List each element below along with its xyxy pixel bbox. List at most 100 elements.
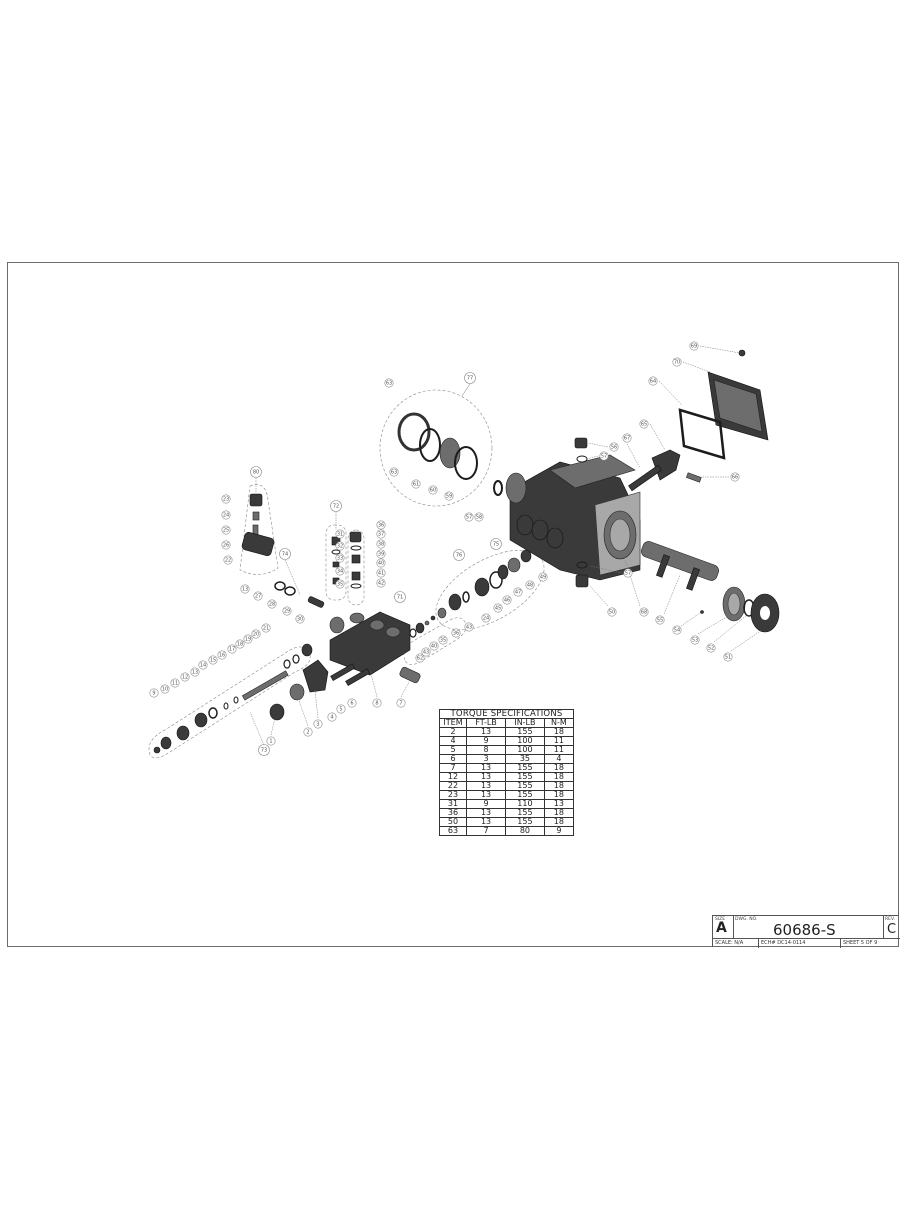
- callout-5: 5: [336, 704, 346, 714]
- svg-text:63: 63: [386, 380, 392, 386]
- callout-80: 80: [250, 466, 262, 478]
- svg-text:45: 45: [495, 605, 501, 611]
- svg-text:54: 54: [674, 627, 680, 633]
- svg-text:67: 67: [624, 435, 630, 441]
- scale-text: SCALE: N/A: [713, 939, 759, 948]
- svg-text:27: 27: [255, 593, 261, 599]
- svg-text:36: 36: [378, 522, 384, 528]
- svg-text:69: 69: [691, 343, 697, 349]
- callout-57: 57: [464, 512, 474, 522]
- callout-33: 33: [335, 553, 345, 563]
- callout-42: 42: [376, 578, 386, 588]
- svg-text:9: 9: [152, 690, 155, 696]
- svg-text:60: 60: [430, 487, 436, 493]
- svg-text:15: 15: [210, 657, 216, 663]
- callout-15: 15: [208, 655, 218, 665]
- crankcase: [509, 454, 641, 581]
- group-outline-80: [239, 484, 279, 575]
- svg-text:35: 35: [337, 581, 343, 587]
- svg-text:77: 77: [467, 375, 473, 381]
- callout-70: 70: [672, 357, 682, 367]
- svg-text:7: 7: [399, 700, 402, 706]
- rear-cover: [678, 349, 769, 460]
- svg-text:32: 32: [337, 543, 343, 549]
- svg-text:42: 42: [378, 580, 384, 586]
- callout-55: 55: [655, 615, 665, 625]
- svg-text:52: 52: [708, 645, 714, 651]
- callout-49: 49: [538, 572, 548, 582]
- callout-77: 77: [464, 372, 476, 384]
- svg-text:4: 4: [330, 714, 333, 720]
- callout-69: 69: [689, 341, 699, 351]
- svg-text:21: 21: [263, 625, 269, 631]
- callout-21: 21: [261, 623, 271, 633]
- cell: 9: [543, 826, 575, 836]
- callout-43: 43: [464, 622, 474, 632]
- svg-text:19: 19: [245, 636, 251, 642]
- callout-72: 72: [330, 500, 342, 512]
- callout-73: 73: [258, 744, 270, 756]
- callout-26: 26: [221, 540, 231, 550]
- callout-6: 6: [347, 698, 357, 708]
- callout-53: 53: [690, 635, 700, 645]
- callout-61: 61: [411, 479, 421, 489]
- callout-2: 2: [303, 727, 313, 737]
- callout-45: 45: [493, 603, 503, 613]
- callout-18: 18: [235, 639, 245, 649]
- callout-36: 36: [376, 520, 386, 530]
- bearing-56: [505, 472, 527, 504]
- group-outline-73: [148, 646, 311, 759]
- svg-text:39: 39: [378, 551, 384, 557]
- svg-text:20: 20: [253, 631, 259, 637]
- svg-text:57: 57: [466, 514, 472, 520]
- callout-63: 63: [389, 467, 399, 477]
- revision-value: C: [887, 922, 897, 937]
- callout-12: 12: [180, 672, 190, 682]
- callout-16: 16: [217, 650, 227, 660]
- svg-text:63: 63: [391, 469, 397, 475]
- svg-text:14: 14: [200, 662, 206, 668]
- svg-text:58: 58: [476, 514, 482, 520]
- callout-39: 39: [376, 549, 386, 559]
- callout-64: 64: [648, 376, 658, 386]
- svg-text:35: 35: [440, 637, 446, 643]
- callout-14: 14: [198, 660, 208, 670]
- svg-text:25: 25: [223, 527, 229, 533]
- dwg-no-label: DWG. NO.: [735, 917, 758, 922]
- title-block-footer: SCALE: N/A ECH# DC14-0114 SHEET 5 OF 9: [713, 938, 900, 949]
- callout-8: 8: [372, 698, 382, 708]
- callout-75: 75: [490, 538, 502, 550]
- rev-label: REV.: [885, 917, 895, 922]
- callout-4: 4: [327, 712, 337, 722]
- svg-text:70: 70: [674, 359, 680, 365]
- callout-11: 11: [170, 678, 180, 688]
- svg-text:16: 16: [219, 652, 225, 658]
- callout-58: 58: [474, 512, 484, 522]
- callout-17: 17: [227, 644, 237, 654]
- svg-text:24: 24: [223, 512, 229, 518]
- connecting-rod: [651, 449, 681, 481]
- callout-27: 27: [253, 591, 263, 601]
- ech-number: ECH# DC14-0114: [759, 939, 841, 948]
- svg-text:76: 76: [456, 552, 462, 558]
- callout-7: 7: [396, 698, 406, 708]
- svg-text:43: 43: [423, 649, 429, 655]
- svg-text:6: 6: [350, 700, 353, 706]
- svg-text:18: 18: [237, 641, 243, 647]
- svg-text:23: 23: [223, 496, 229, 502]
- callout-41: 41: [376, 568, 386, 578]
- svg-text:13: 13: [192, 669, 198, 675]
- svg-text:65: 65: [641, 421, 647, 427]
- callout-25: 25: [221, 525, 231, 535]
- svg-text:72: 72: [333, 503, 339, 509]
- callout-54: 54: [672, 625, 682, 635]
- svg-text:68: 68: [641, 609, 647, 615]
- callout-66: 66: [730, 472, 740, 482]
- svg-text:47: 47: [515, 589, 521, 595]
